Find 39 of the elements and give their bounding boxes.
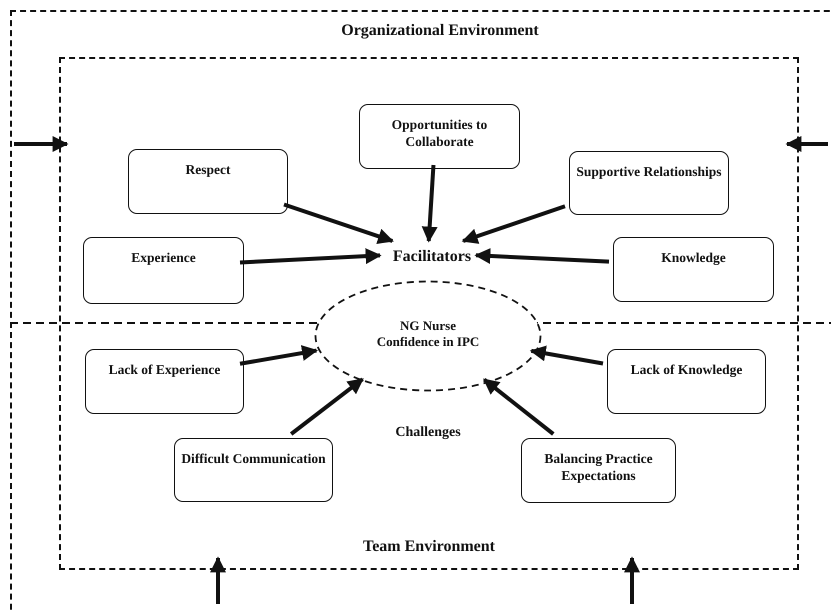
region-box bbox=[10, 10, 831, 610]
arrow bbox=[210, 556, 226, 604]
node-label: Experience bbox=[130, 250, 197, 267]
node-label: Difficult Communication bbox=[180, 451, 327, 468]
arrow bbox=[483, 378, 555, 436]
arrow bbox=[474, 248, 610, 264]
section-label: Challenges bbox=[394, 424, 462, 442]
node-label: Facilitators bbox=[392, 247, 472, 267]
node-label: Opportunities to Collaborate bbox=[390, 117, 488, 151]
factor-box bbox=[128, 149, 288, 214]
arrow bbox=[290, 378, 364, 436]
region-title: Organizational Environment bbox=[340, 21, 540, 41]
factor-box bbox=[174, 438, 333, 502]
arrow bbox=[422, 164, 438, 243]
arrow bbox=[240, 248, 382, 264]
arrow bbox=[530, 346, 604, 366]
factor-box bbox=[85, 349, 244, 414]
outcome-ellipse bbox=[314, 280, 542, 392]
factor-box bbox=[359, 104, 520, 169]
factor-box bbox=[607, 349, 766, 414]
node-label: Lack of Knowledge bbox=[630, 362, 744, 379]
node-label: Respect bbox=[184, 162, 232, 179]
node-label: Knowledge bbox=[660, 250, 727, 267]
factor-box bbox=[613, 237, 774, 302]
arrow bbox=[462, 204, 566, 244]
factor-box bbox=[521, 438, 676, 503]
node-label: Supportive Relationships bbox=[575, 164, 723, 181]
node-label: Balancing Practice Expectations bbox=[543, 451, 654, 485]
arrow bbox=[14, 136, 69, 152]
region-box bbox=[59, 57, 799, 570]
arrow bbox=[624, 556, 640, 604]
region-title: Team Environment bbox=[362, 537, 496, 557]
factor-box bbox=[83, 237, 244, 304]
arrow bbox=[283, 202, 394, 244]
arrow bbox=[785, 136, 828, 152]
arrow bbox=[240, 345, 318, 366]
node-label: Lack of Experience bbox=[108, 362, 222, 379]
factor-box bbox=[569, 151, 729, 215]
node-label: NG Nurse Confidence in IPC bbox=[376, 318, 480, 350]
